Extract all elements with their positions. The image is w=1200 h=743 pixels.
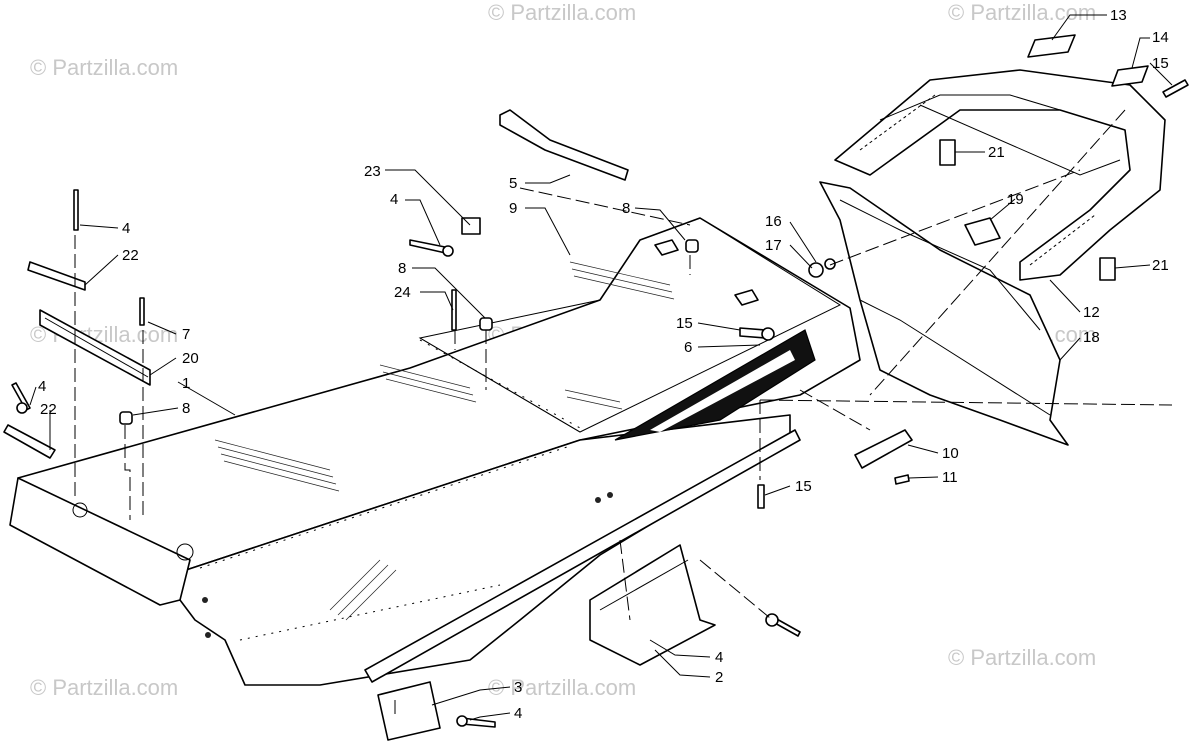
callout-22: 22 xyxy=(122,247,139,264)
decal-part-13 xyxy=(1027,34,1076,58)
callout-11: 11 xyxy=(942,469,958,486)
callout-10: 10 xyxy=(942,445,959,462)
pads xyxy=(654,239,759,306)
assembly-lines xyxy=(74,109,1173,715)
clip-part-19 xyxy=(964,217,1001,246)
watermark: © Partzilla.com xyxy=(948,645,1096,670)
callout-14: 14 xyxy=(1152,29,1169,46)
rivet-part-4 xyxy=(456,715,496,728)
callout-16: 16 xyxy=(765,213,782,230)
callout-4: 4 xyxy=(715,649,723,666)
watermark: © Partzilla.com xyxy=(30,55,178,80)
callout-4: 4 xyxy=(38,378,46,395)
callout-8: 8 xyxy=(182,400,190,417)
rivet-part-4 xyxy=(765,613,801,637)
rivet-part-4 xyxy=(11,189,79,414)
callout-labels: 13 14 15 21 19 21 16 17 12 18 10 11 15 5… xyxy=(38,7,1169,722)
callout-4: 4 xyxy=(514,705,522,722)
callout-8: 8 xyxy=(622,200,630,217)
grommet-part-8 xyxy=(119,239,699,425)
rivet-part-24 xyxy=(451,289,457,331)
bolt-part-15 xyxy=(757,484,765,509)
screw-part-15 xyxy=(739,327,775,341)
plate-part-3 xyxy=(377,681,441,741)
decal-part-14 xyxy=(1111,65,1149,87)
bracket-part-22 xyxy=(3,261,86,459)
callout-8: 8 xyxy=(398,260,406,277)
callout-22: 22 xyxy=(40,401,57,418)
snow-flap-part-18 xyxy=(819,181,1069,446)
watermark: © Partzilla.com xyxy=(488,0,636,25)
watermark: © Partzilla.com xyxy=(948,0,1096,25)
callout-3: 3 xyxy=(514,679,522,696)
callout-13: 13 xyxy=(1110,7,1127,24)
callout-7: 7 xyxy=(182,326,190,343)
rivet-part-4 xyxy=(409,239,454,257)
callout-24: 24 xyxy=(394,284,411,301)
callout-23: 23 xyxy=(364,163,381,180)
rear-bumper-part-12 xyxy=(834,69,1166,281)
callout-15: 15 xyxy=(795,478,812,495)
rivet-part-7 xyxy=(139,297,145,326)
callout-19: 19 xyxy=(1007,191,1024,208)
callout-12: 12 xyxy=(1083,304,1100,321)
watermark: © Partzilla.com xyxy=(30,675,178,700)
decal-part-6 xyxy=(614,329,816,441)
callout-9: 9 xyxy=(509,200,517,217)
callout-21: 21 xyxy=(1152,257,1169,274)
decal-part-5 xyxy=(499,109,629,181)
callout-17: 17 xyxy=(765,237,782,254)
callout-15: 15 xyxy=(676,315,693,332)
callout-18: 18 xyxy=(1083,329,1100,346)
callout-4: 4 xyxy=(390,191,398,208)
bracket-part-20 xyxy=(39,309,151,386)
leader-lines xyxy=(29,14,1173,721)
callout-6: 6 xyxy=(684,339,692,356)
callout-15: 15 xyxy=(1152,55,1169,72)
clip-part-21 xyxy=(939,139,1116,281)
callout-2: 2 xyxy=(715,669,723,686)
callout-1: 1 xyxy=(182,375,190,392)
hatch-area xyxy=(214,261,675,621)
callout-20: 20 xyxy=(182,350,199,367)
nut-part-16 xyxy=(808,258,836,278)
tunnel-part xyxy=(9,217,861,686)
watermark: © Partzilla.com xyxy=(488,675,636,700)
callout-21: 21 xyxy=(988,144,1005,161)
rivet-row xyxy=(199,339,581,641)
screw-part-11 xyxy=(894,474,910,485)
screw-part-15 xyxy=(1162,79,1189,98)
reflector-part-10 xyxy=(854,429,913,469)
callout-4: 4 xyxy=(122,220,130,237)
callout-5: 5 xyxy=(509,175,517,192)
bracket-part-2 xyxy=(589,544,716,666)
